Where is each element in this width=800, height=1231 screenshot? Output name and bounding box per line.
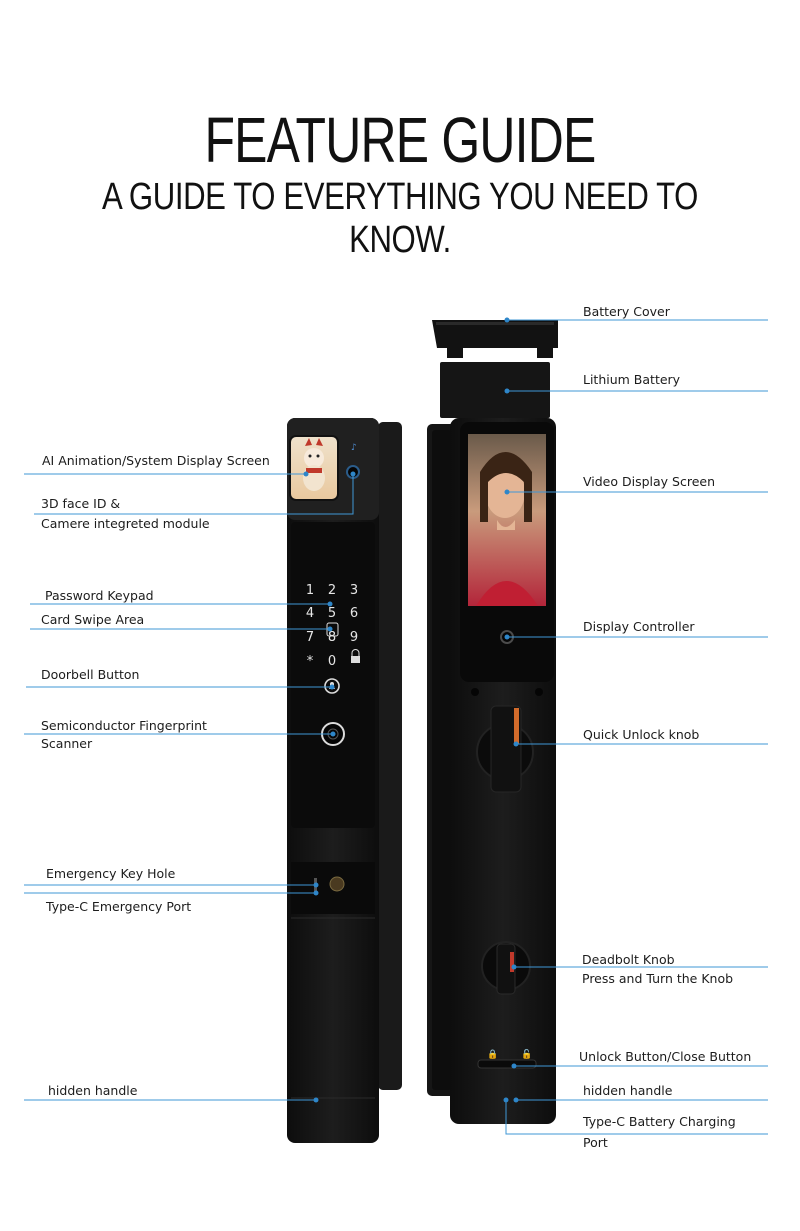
label-fingerprint-2: Scanner <box>41 736 93 751</box>
keypad-key[interactable]: 2 <box>328 583 336 598</box>
callout-lines <box>24 319 768 1135</box>
label-quick-unlock: Quick Unlock knob <box>583 727 700 742</box>
label-hidden-handle-left: hidden handle <box>48 1083 138 1098</box>
label-deadbolt-2: Press and Turn the Knob <box>582 971 734 986</box>
label-face-id-1: 3D face ID & <box>41 496 121 511</box>
callout-dot <box>350 471 356 477</box>
lithium-battery <box>440 362 550 418</box>
label-unlock-close: Unlock Button/Close Button <box>579 1049 752 1064</box>
callout-dots <box>303 317 519 1103</box>
callout-dot <box>327 626 333 632</box>
label-charging-1: Type-C Battery Charging <box>583 1114 736 1129</box>
callout-dot <box>330 731 336 737</box>
callout-dot <box>504 634 510 640</box>
keypad-key[interactable]: * <box>307 654 314 669</box>
callout-dot <box>504 388 510 394</box>
callout-line <box>505 1100 768 1135</box>
page-subtitle: A GUIDE TO EVERYTHING YOU NEED TO KNOW. <box>101 176 698 261</box>
deadbolt-knob <box>481 941 531 995</box>
label-face-id-2: Camere integreted module <box>41 516 210 531</box>
label-doorbell: Doorbell Button <box>41 667 140 682</box>
svg-text:♪: ♪ <box>351 443 357 453</box>
label-lithium-battery: Lithium Battery <box>583 372 681 387</box>
label-card-swipe: Card Swipe Area <box>41 612 145 627</box>
video-display-screen <box>468 434 546 606</box>
callout-dot <box>504 317 510 323</box>
svg-text:🔓: 🔓 <box>521 1048 532 1060</box>
keypad-key[interactable]: 0 <box>328 654 336 669</box>
keypad-key[interactable]: 7 <box>306 630 314 645</box>
lock-symbol-icon <box>351 649 360 663</box>
callout-dot <box>313 882 319 888</box>
callout-line <box>34 474 354 515</box>
ai-display-screen <box>289 435 339 501</box>
label-fingerprint-1: Semiconductor Fingerprint <box>41 718 207 733</box>
emergency-key-hole <box>329 876 345 892</box>
label-hidden-handle-right: hidden handle <box>583 1083 673 1098</box>
svg-text:🔒: 🔒 <box>487 1049 498 1060</box>
quick-unlock-knob <box>476 705 534 793</box>
keypad-key[interactable]: 4 <box>306 606 314 621</box>
label-charging-2: Port <box>583 1135 608 1150</box>
callout-dot <box>329 684 335 690</box>
callout-dot <box>511 964 517 970</box>
battery-cover <box>432 320 558 358</box>
callout-dot <box>513 1097 519 1103</box>
label-type-c-emergency: Type-C Emergency Port <box>46 899 192 914</box>
label-video-display: Video Display Screen <box>583 474 716 489</box>
label-key-hole: Emergency Key Hole <box>46 866 176 881</box>
callout-dot <box>503 1097 509 1103</box>
callout-dot <box>327 601 333 607</box>
keypad-key[interactable]: 6 <box>350 606 358 621</box>
callout-dot <box>504 489 510 495</box>
callout-dot <box>511 1063 517 1069</box>
keypad-key[interactable]: 3 <box>350 583 358 598</box>
callout-dot <box>313 1097 319 1103</box>
label-password-keypad: Password Keypad <box>45 588 154 603</box>
front-lock-body <box>287 418 402 1143</box>
keypad-key[interactable]: 5 <box>328 606 336 621</box>
label-ai-display: AI Animation/System Display Screen <box>42 453 270 468</box>
doorbell-button <box>324 678 340 694</box>
keypad-key[interactable]: 9 <box>350 630 358 645</box>
keypad-key[interactable]: 1 <box>306 583 314 598</box>
callout-dot <box>313 890 319 896</box>
page-title: FEATURE GUIDE <box>204 104 596 176</box>
label-deadbolt-1: Deadbolt Knob <box>582 952 675 967</box>
keypad-key[interactable]: 8 <box>328 630 336 645</box>
callout-dot <box>513 741 519 747</box>
label-battery-cover: Battery Cover <box>583 304 670 319</box>
unlock-close-button <box>477 1059 537 1069</box>
label-display-controller: Display Controller <box>583 619 695 634</box>
callout-dot <box>303 471 309 477</box>
